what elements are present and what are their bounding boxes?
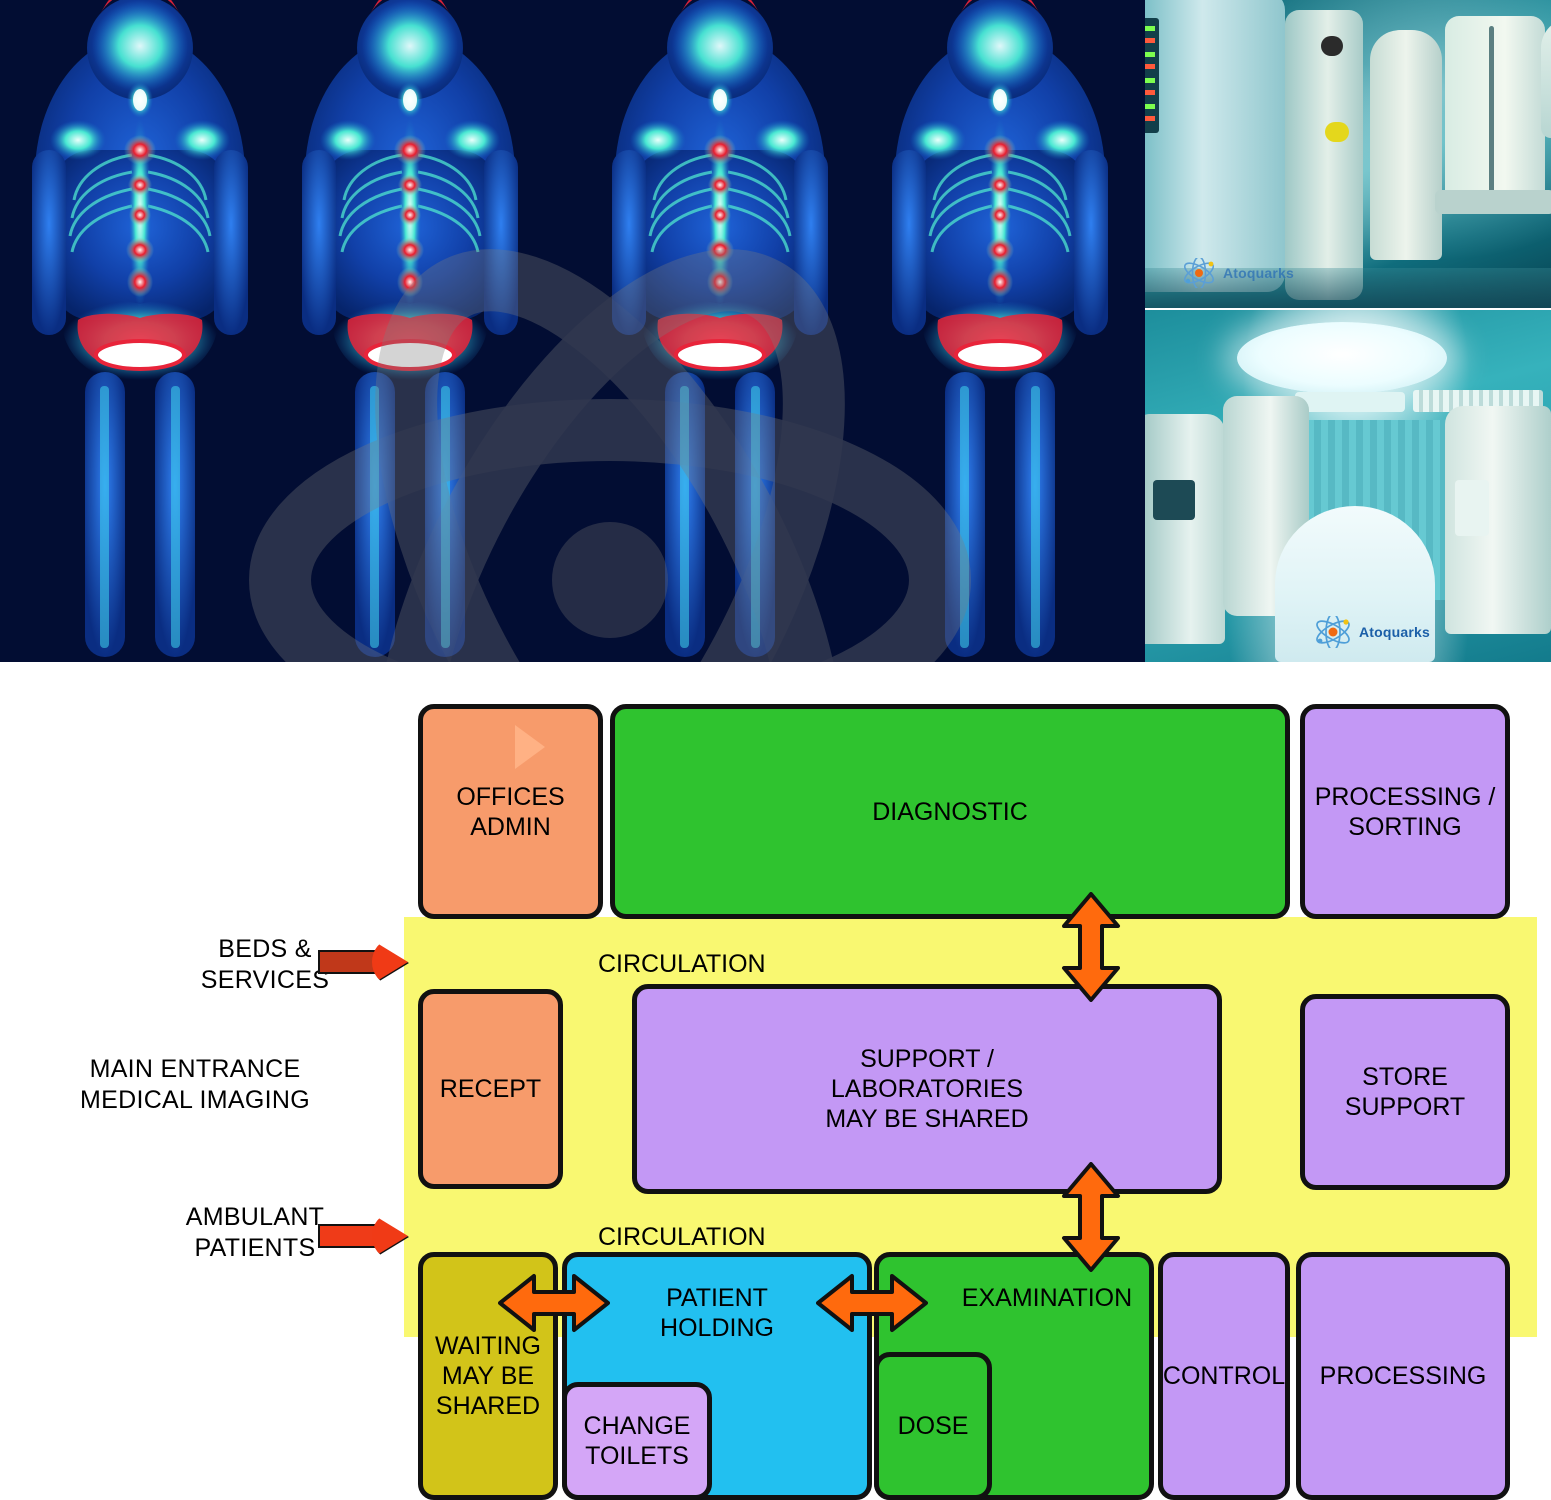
gamma-camera-suite-photo: Atoquarks	[1145, 310, 1551, 662]
room-label: SUPPORT / LABORATORIES MAY BE SHARED	[825, 1045, 1029, 1133]
room-dose[interactable]: DOSE	[874, 1352, 992, 1500]
arrow-beds-services	[318, 940, 408, 984]
room-processing[interactable]: PROCESSING	[1296, 1252, 1510, 1500]
room-label: PROCESSING / SORTING	[1314, 782, 1496, 841]
arrow-ambulant-patients	[318, 1214, 408, 1258]
room-label: EXAMINATION	[961, 1284, 1133, 1312]
atoquarks-logo-text: Atoquarks	[1223, 265, 1295, 281]
atom-icon	[1316, 616, 1350, 648]
flow-arrow-support-examination	[1058, 1162, 1124, 1272]
atoquarks-logo-text: Atoquarks	[1359, 624, 1431, 640]
label-main-entrance: MAIN ENTRANCE MEDICAL IMAGING	[80, 1055, 310, 1114]
room-label: DIAGNOSTIC	[872, 797, 1028, 826]
atom-icon	[1183, 258, 1215, 288]
circulation-label-lower: CIRCULATION	[598, 1223, 766, 1251]
room-label: WAITING MAY BE SHARED	[434, 1332, 541, 1420]
flow-arrow-waiting-patient-holding	[498, 1270, 610, 1336]
circulation-label-upper: CIRCULATION	[598, 950, 766, 978]
room-recept[interactable]: RECEPT	[418, 989, 563, 1189]
nuclear-medicine-equipment-photo: Atoquarks	[1145, 0, 1551, 308]
room-label: CHANGE TOILETS	[583, 1412, 691, 1470]
room-label: CONTROL	[1162, 1362, 1286, 1390]
room-control[interactable]: CONTROL	[1158, 1252, 1290, 1500]
room-patient-holding[interactable]: PATIENT HOLDING	[562, 1252, 872, 1500]
label-beds-services: BEDS & SERVICES	[200, 935, 330, 994]
photo-band: Atoquarks	[0, 0, 1551, 662]
room-support-laboratories[interactable]: SUPPORT / LABORATORIES MAY BE SHARED	[632, 984, 1222, 1194]
room-processing-sorting[interactable]: PROCESSING / SORTING	[1300, 704, 1510, 919]
atoquarks-logo: Atoquarks	[1313, 616, 1430, 648]
atoquarks-logo: Atoquarks	[1181, 258, 1294, 288]
room-store-support[interactable]: STORE SUPPORT	[1300, 994, 1510, 1190]
department-layout-diagram: BEDS & SERVICES MAIN ENTRANCE MEDICAL IM…	[0, 662, 1551, 1500]
room-label: OFFICES ADMIN	[456, 782, 565, 841]
label-ambulant-patients: AMBULANT PATIENTS	[185, 1203, 325, 1262]
flow-arrow-patient-holding-examination	[816, 1270, 928, 1336]
room-label: PROCESSING	[1319, 1362, 1487, 1390]
room-change-toilets[interactable]: CHANGE TOILETS	[562, 1382, 712, 1500]
room-label: RECEPT	[439, 1075, 542, 1103]
flow-arrow-diagnostic-support	[1058, 892, 1124, 1002]
room-diagnostic[interactable]: DIAGNOSTIC	[610, 704, 1290, 919]
room-label: STORE SUPPORT	[1344, 1063, 1466, 1121]
room-offices-admin[interactable]: OFFICES ADMIN	[418, 704, 603, 919]
bone-scan-image	[0, 0, 1145, 662]
room-label: PATIENT HOLDING	[660, 1284, 774, 1342]
room-label: DOSE	[897, 1412, 969, 1440]
flow-marker-icon	[515, 725, 545, 769]
